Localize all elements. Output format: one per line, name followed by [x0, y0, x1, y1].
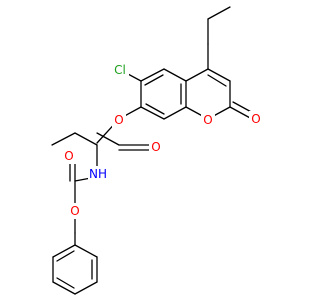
bond-c4-c3-double [207, 74, 227, 87]
bond-ph-6-double [56, 250, 75, 262]
bond-c7-c8-double [145, 103, 165, 115]
bond-carbonyl-c-alpha [96, 132, 120, 146]
ester-carbonyl-oxygen-atom: O [149, 139, 163, 155]
nh-atom: NH [88, 166, 108, 182]
chlorine-atom: Cl [112, 62, 129, 78]
ester-oxygen-atom: O [112, 112, 126, 128]
bond-c7-c8 [140, 106, 165, 120]
bond-alpha-ethyl-2 [51, 132, 76, 146]
bond-alpha-ethyl-1 [74, 132, 98, 146]
bond-ph-4 [52, 281, 76, 295]
bond-c4a-c4 [185, 68, 209, 82]
carbamate-carbonyl-oxygen-atom: O [62, 148, 76, 164]
bond-ph-3 [74, 281, 98, 295]
bond-c8-c8a [163, 106, 187, 120]
bond-c4a-c5 [163, 68, 187, 82]
benzyloxy-oxygen-atom: O [68, 203, 82, 219]
ester-carbonyl-oxygen-label: O [151, 140, 160, 154]
ester-oxygen-label: O [114, 113, 123, 127]
bond-ph-1 [74, 244, 98, 258]
nh-label: NH [89, 167, 107, 181]
bond-ph-4-double [56, 277, 75, 289]
chlorine-label: Cl [114, 63, 126, 77]
lactone-carbonyl-oxygen-label: O [251, 112, 260, 126]
bond-lines [51, 6, 256, 295]
lactone-carbonyl-oxygen-atom: O [249, 111, 263, 127]
bond-propyl-1 [207, 6, 231, 20]
benzyloxy-oxygen-label: O [70, 204, 79, 218]
ring-oxygen-atom: O [201, 112, 215, 128]
bond-c5-c6 [140, 68, 165, 82]
carbamate-carbonyl-oxygen-label: O [64, 149, 73, 163]
bond-c5-c6-double [144, 74, 164, 86]
bond-c4-c3 [207, 68, 231, 82]
bond-c2-o-carbonyl [229, 106, 253, 120]
atom-labels: Cl O O O O NH O O [62, 62, 263, 219]
molecule-structure-drawing: Cl O O O O NH O O [51, 6, 263, 295]
bond-ph-6 [52, 244, 76, 258]
ring-oxygen-label: O [203, 113, 212, 127]
